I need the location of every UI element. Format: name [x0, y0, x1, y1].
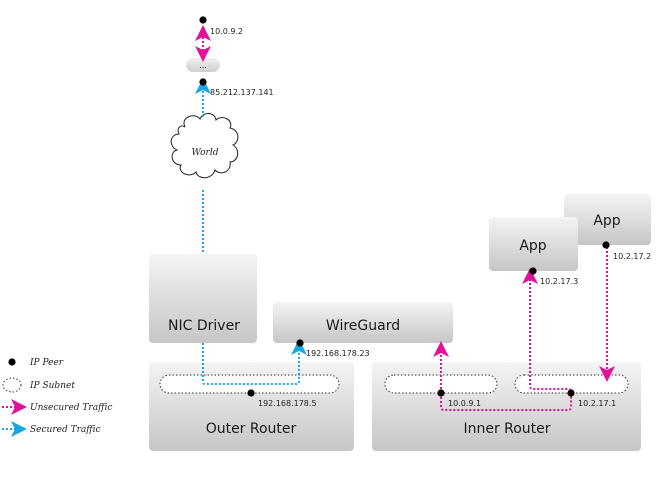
- peer-dot-inner-left: [437, 389, 445, 397]
- app-back-label: App: [593, 213, 620, 229]
- peer-dot-outer-router: [247, 389, 255, 397]
- legend-unsecured: Unsecured Traffic: [30, 403, 112, 413]
- ip-top-peer: 10.0.9.2: [210, 27, 243, 36]
- ip-world-peer: 85.212.137.141: [210, 88, 274, 97]
- nic-driver-label: NIC Driver: [168, 318, 240, 334]
- legend-peer-icon: [8, 358, 16, 366]
- secured-arrow-to-wireguard: [202, 339, 307, 385]
- legend-ip-peer: IP Peer: [29, 358, 64, 368]
- ip-outer-router-peer: 192.168.178.5: [258, 399, 317, 408]
- ip-app-back-peer: 10.2.17.2: [613, 252, 651, 261]
- svg-text:...: ...: [199, 61, 207, 70]
- legend-ip-subnet: IP Subnet: [29, 381, 75, 391]
- ip-inner-left-peer: 10.0.9.1: [448, 399, 481, 408]
- inner-router-label: Inner Router: [463, 421, 550, 437]
- app-front-label: App: [519, 238, 546, 254]
- legend-secured: Secured Traffic: [30, 425, 101, 435]
- ip-app-front-peer: 10.2.17.3: [540, 277, 578, 286]
- peer-dot-app-front: [529, 267, 537, 275]
- world-cloud: World: [170, 113, 239, 179]
- peer-dot-top: [199, 16, 207, 24]
- app-front-box: App: [489, 217, 578, 271]
- unsecured-traffic-paths: [195, 25, 615, 411]
- ip-inner-right-peer: 10.2.17.1: [578, 399, 616, 408]
- ellipsis-node: ...: [186, 58, 220, 72]
- peer-dot-app-back: [602, 241, 610, 249]
- world-label: World: [192, 148, 219, 158]
- legend: IP Peer IP Subnet Unsecured Traffic Secu…: [2, 358, 112, 437]
- unsecured-arrow-to-app-front: [440, 268, 572, 411]
- nic-driver-box: NIC Driver: [149, 254, 257, 343]
- peer-dot-wireguard: [296, 339, 304, 347]
- peer-dot-world: [199, 78, 207, 86]
- ip-wireguard-peer: 192.168.178.23: [306, 349, 370, 358]
- wireguard-label: WireGuard: [326, 318, 400, 334]
- peer-dot-inner-right: [567, 389, 575, 397]
- outer-router-label: Outer Router: [206, 421, 297, 437]
- legend-subnet-icon: [2, 377, 22, 393]
- app-back-box: App: [564, 194, 651, 245]
- secured-traffic-paths: [195, 78, 307, 385]
- wireguard-box: WireGuard: [273, 302, 453, 343]
